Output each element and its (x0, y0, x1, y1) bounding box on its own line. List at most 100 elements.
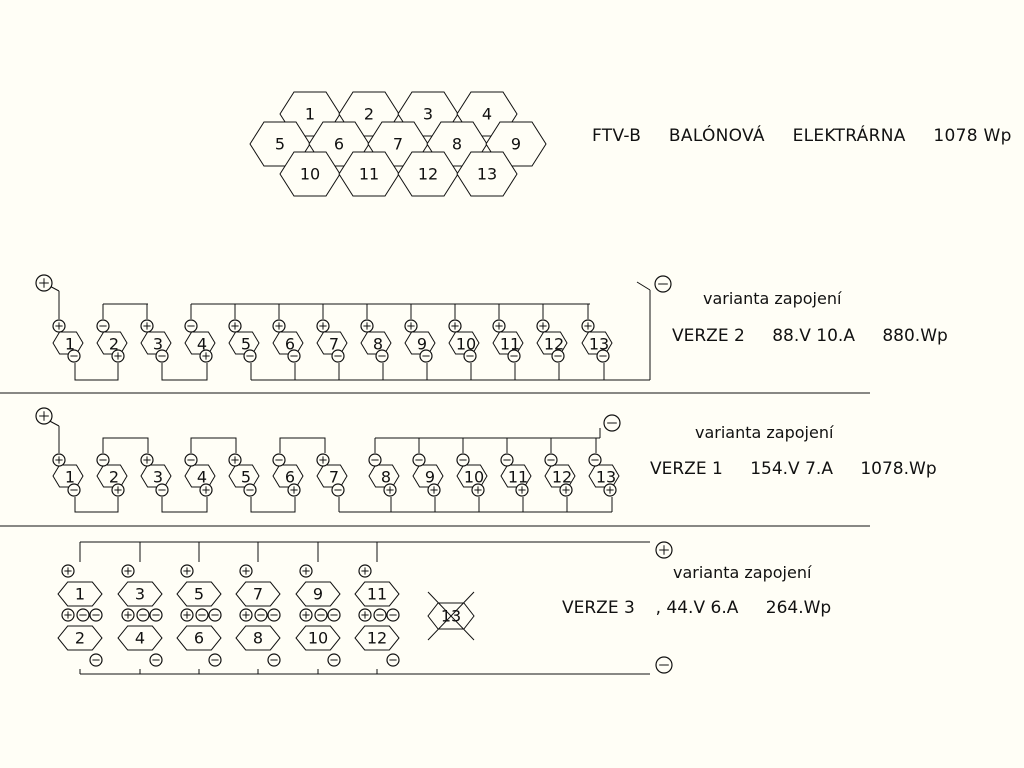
panel-hexagon (354, 625, 400, 651)
link-3-4 (161, 363, 208, 381)
panel-label: 8 (373, 335, 383, 354)
verze2-voltage: 88.V (772, 326, 811, 346)
verze1-power: 1078.Wp (860, 459, 937, 479)
balloon-cell-label: 10 (300, 165, 320, 184)
balloon-cell-label: 8 (452, 135, 462, 154)
balloon-cell-label: 6 (334, 135, 344, 154)
panel-label: 12 (367, 629, 387, 648)
panel-label: 2 (75, 629, 85, 648)
verze2-name: VERZE 2 (672, 326, 745, 346)
link-2-3 (102, 437, 149, 453)
verze3-power: 264.Wp (765, 598, 832, 618)
panel-label: 4 (197, 335, 207, 354)
panel-label: 13 (596, 468, 616, 487)
panel-label: 8 (253, 629, 263, 648)
verze1-spec: VERZE 1 154.V 7.A 1078.Wp (650, 459, 937, 479)
verze3-caption: varianta zapojení (673, 563, 812, 582)
panel-label: 11 (367, 585, 387, 604)
verze3-current: 6.A (710, 598, 739, 618)
verze2-caption: varianta zapojení (703, 289, 842, 308)
link-1-2 (74, 497, 119, 513)
panel-label: 9 (313, 585, 323, 604)
link-4-5 (190, 437, 237, 453)
verze1-name: VERZE 1 (650, 459, 723, 479)
balloon-cell-label: 5 (275, 135, 285, 154)
panel-label: 9 (417, 335, 427, 354)
verze1-voltage: 154.V (750, 459, 800, 479)
panel-label: 10 (464, 468, 484, 487)
panel-label: 9 (425, 468, 435, 487)
panel-hexagon (117, 625, 163, 651)
verze2-current: 10.A (816, 326, 855, 346)
panel-label: 1 (75, 585, 85, 604)
panel-label: 6 (285, 468, 295, 487)
panel-label: 1 (65, 468, 75, 487)
panel-hexagon (235, 581, 281, 607)
balloon-cell-label: 12 (418, 165, 438, 184)
panel-hexagon (57, 581, 103, 607)
balloon-cell-label: 9 (511, 135, 521, 154)
panel-label: 2 (109, 468, 119, 487)
panel-hexagon (235, 625, 281, 651)
panel-label: 10 (308, 629, 328, 648)
balloon-cell (456, 151, 518, 197)
balloon-cell-label: 7 (393, 135, 403, 154)
panel-label: 7 (253, 585, 263, 604)
cross-out (427, 591, 475, 641)
link-1-2 (74, 363, 119, 381)
title-name: BALÓNOVÁ (668, 126, 765, 146)
panel-label: 13 (589, 335, 609, 354)
link-3-4 (161, 497, 208, 513)
panel-label: 5 (241, 468, 251, 487)
panel-label: 7 (329, 335, 339, 354)
panel-label: 4 (135, 629, 145, 648)
panel-hexagon (57, 625, 103, 651)
title-code: FTV-B (592, 126, 642, 146)
balloon-cell (279, 151, 341, 197)
balloon-cell-label: 13 (477, 165, 497, 184)
verze3-separator: , (655, 598, 662, 618)
panel-label: 11 (500, 335, 520, 354)
panel-hexagon (295, 581, 341, 607)
panel-label: 5 (241, 335, 251, 354)
balloon-cell-label: 4 (482, 105, 492, 124)
panel-label: 4 (197, 468, 207, 487)
minus-lead (636, 281, 651, 291)
panel-label: 12 (552, 468, 572, 487)
title-type: ELEKTRÁRNA (792, 126, 906, 146)
verze3-voltage: 44.V (666, 598, 706, 618)
panel-label: 11 (508, 468, 528, 487)
verze3-name: VERZE 3 (562, 598, 635, 618)
panel-label: 10 (456, 335, 476, 354)
diagram-title: FTV-B BALÓNOVÁ ELEKTRÁRNA 1078 Wp (592, 126, 1012, 146)
panel-label: 3 (153, 335, 163, 354)
balloon-cell-label: 2 (364, 105, 374, 124)
balloon-cell-label: 3 (423, 105, 433, 124)
verze1-current: 7.A (805, 459, 833, 479)
verze2-spec: VERZE 2 88.V 10.A 880.Wp (672, 326, 948, 346)
panel-hexagon (176, 625, 222, 651)
panel-label: 3 (153, 468, 163, 487)
panel-hexagon (117, 581, 163, 607)
balloon-cell-label: 1 (305, 105, 315, 124)
panel-label: 5 (194, 585, 204, 604)
panel-hexagon (295, 625, 341, 651)
verze2-power: 880.Wp (882, 326, 948, 346)
panel-label: 7 (329, 468, 339, 487)
title-power: 1078 Wp (933, 126, 1012, 146)
link-6-7 (279, 437, 326, 453)
panel-label: 3 (135, 585, 145, 604)
link-5-6 (250, 497, 296, 513)
panel-hexagon (176, 581, 222, 607)
verze3-spec: VERZE 3 , 44.V 6.A 264.Wp (562, 598, 831, 618)
balloon-cell (338, 151, 400, 197)
panel-label: 6 (285, 335, 295, 354)
balloon-cell (397, 151, 459, 197)
panel-hexagon (354, 581, 400, 607)
panel-label: 2 (109, 335, 119, 354)
panel-label: 8 (381, 468, 391, 487)
